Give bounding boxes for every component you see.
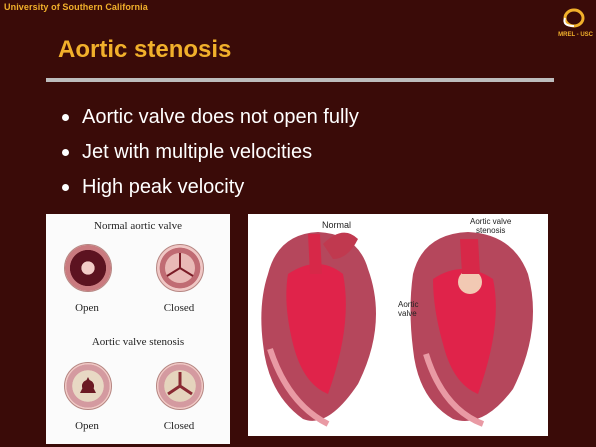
normal-open-label: Open — [60, 302, 114, 314]
heart-comparison-image — [248, 214, 548, 436]
bullet-item: Aortic valve does not open fully — [62, 100, 359, 135]
stenosis-closed-leaflets-icon — [157, 363, 203, 409]
normal-open-valve-image — [64, 244, 112, 292]
bullet-icon — [62, 149, 69, 156]
slide-title: Aortic stenosis — [58, 36, 231, 64]
closed-valve-leaflets-icon — [157, 245, 203, 291]
bullet-list: Aortic valve does not open fully Jet wit… — [62, 100, 359, 205]
stenosis-valve-caption: Aortic valve stenosis — [46, 336, 230, 348]
normal-closed-valve-image — [156, 244, 204, 292]
university-name: University of Southern California — [4, 2, 148, 12]
heart-illustration: Normal Aortic valve stenosis Aortic valv… — [248, 214, 548, 436]
stenosis-open-leaflets-icon — [65, 363, 111, 409]
logo-label: MREL - USC — [558, 32, 593, 38]
bullet-item: High peak velocity — [62, 170, 359, 205]
bullet-text: Jet with multiple velocities — [82, 141, 312, 163]
stenosis-closed-label: Closed — [152, 420, 206, 432]
stenosis-heart-label: Aortic valve stenosis — [470, 217, 511, 235]
title-divider — [46, 78, 554, 82]
valve-illustration: Normal aortic valve Open Closed Aortic v… — [46, 214, 230, 444]
bullet-text: Aortic valve does not open fully — [82, 106, 359, 128]
bullet-icon — [62, 114, 69, 121]
aortic-valve-label: Aortic valve — [398, 300, 418, 318]
header-bar: University of Southern California — [0, 0, 596, 16]
stenosis-open-valve-image — [64, 362, 112, 410]
bullet-icon — [62, 184, 69, 191]
normal-closed-label: Closed — [152, 302, 206, 314]
normal-valve-caption: Normal aortic valve — [46, 220, 230, 232]
bullet-text: High peak velocity — [82, 176, 244, 198]
stenosis-closed-valve-image — [156, 362, 204, 410]
bullet-item: Jet with multiple velocities — [62, 135, 359, 170]
normal-heart-label: Normal — [322, 220, 351, 230]
stenosis-open-label: Open — [60, 420, 114, 432]
